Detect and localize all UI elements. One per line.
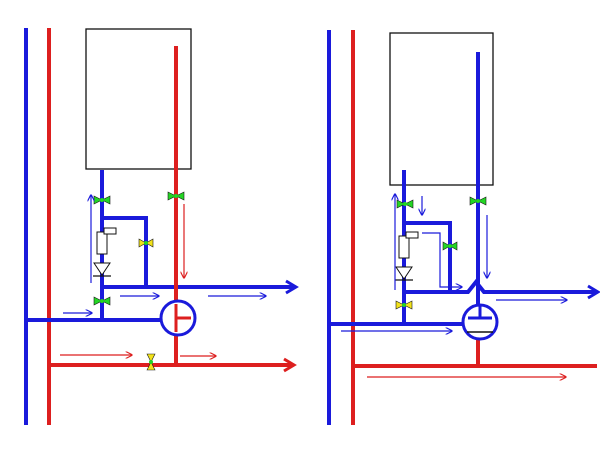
three-way-valve-icon (461, 303, 499, 341)
closed-valve (146, 353, 156, 371)
open-valve (442, 241, 458, 251)
filter-icon (96, 227, 117, 255)
boiler-box (85, 28, 192, 170)
flow-arrow (422, 232, 462, 287)
open-valve (93, 296, 111, 306)
hot-outlet-arrow (283, 357, 297, 373)
filter-icon (398, 231, 419, 259)
cold-outlet-arrow (285, 279, 299, 295)
cold-outlet-pipe (404, 278, 597, 294)
bypass-pipe (404, 221, 452, 292)
closed-valve (138, 238, 154, 248)
boiler-box (389, 32, 494, 186)
bypass-pipe (102, 216, 148, 288)
three-way-valve-icon (159, 299, 197, 337)
closed-valve (395, 300, 413, 310)
scheme-right (327, 30, 600, 425)
open-valve (469, 196, 487, 206)
open-valve (167, 191, 185, 201)
check-valve-icon (395, 266, 413, 281)
open-valve (396, 199, 414, 209)
scheme-left (24, 28, 299, 425)
cold-outlet-arrow (587, 284, 600, 300)
check-valve-icon (93, 262, 111, 277)
